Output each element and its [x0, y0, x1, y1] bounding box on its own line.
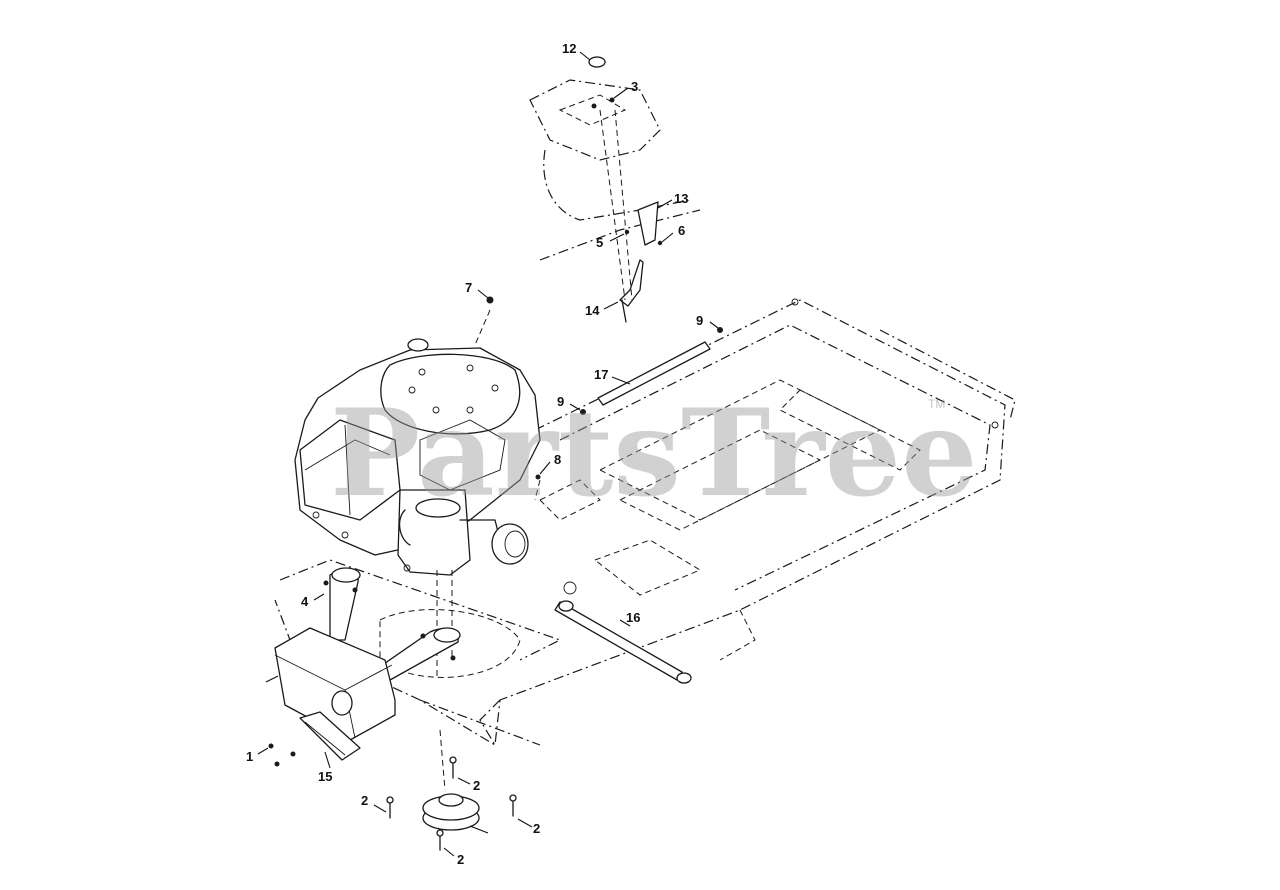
muffler-guard-part-13 [299, 711, 361, 761]
callout-15: 17 [594, 367, 608, 382]
part-10-cap [588, 56, 606, 68]
exhaust-pipes [329, 567, 461, 681]
shaft-part-14 [554, 600, 692, 684]
callout-11: 13 [674, 191, 688, 206]
muffler-part-16 [274, 627, 396, 741]
chassis-frame [274, 298, 1016, 746]
bolts-part-2 [386, 756, 517, 851]
watermark-text: PartsTree [330, 383, 977, 524]
callout-4: 4 [301, 594, 309, 609]
throttle-lever-assembly [619, 201, 663, 323]
callout-13: 15 [318, 769, 332, 784]
callout-2-b: 2 [361, 793, 368, 808]
callout-leaders [257, 51, 719, 857]
callout-9-top: 9 [696, 313, 703, 328]
callout-labels: 12 3 13 5 6 14 7 9 17 9 8 4 16 1 15 2 2 … [246, 41, 703, 867]
pulley-part-17 [422, 793, 480, 831]
callout-3: 3 [631, 79, 638, 94]
watermark-trademark: TM [928, 397, 945, 411]
callout-2-a: 2 [473, 778, 480, 793]
callout-12: 14 [585, 303, 600, 318]
dash-panel-outline [529, 79, 701, 301]
callout-9-mid: 9 [557, 394, 564, 409]
callout-2-d: 2 [457, 852, 464, 867]
callout-10: 12 [562, 41, 576, 56]
callout-14: 16 [626, 610, 640, 625]
callout-6: 6 [678, 223, 685, 238]
callout-7: 7 [465, 280, 472, 295]
shaft-part-15 [597, 341, 711, 406]
callout-2-c: 2 [533, 821, 540, 836]
callout-5: 5 [596, 235, 603, 250]
callout-1: 1 [246, 749, 253, 764]
engine-assembly [294, 338, 541, 576]
callout-8: 8 [554, 452, 561, 467]
part-3-screw [609, 97, 615, 103]
